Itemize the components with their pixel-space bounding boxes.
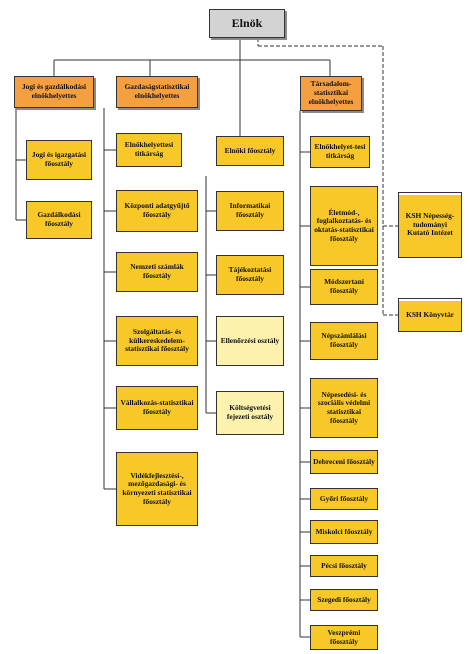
unit-label: Pécsi főosztály [321, 560, 367, 570]
unit-rural-agri-environment-statistics: Vidékfejlesztési-, mezőgazdasági- és kör… [116, 452, 198, 526]
social-deputy-box: Társadalom-statisztikai elnökhelyettes [300, 76, 362, 111]
unit-label: Gazdálkodási főosztály [37, 210, 81, 228]
economic-deputy-box: Gazdaságstatisztikai elnökhelyettes [116, 76, 198, 108]
unit-label: Ellenőrzési osztály [220, 335, 280, 345]
unit-label: Veszprémi főosztály [327, 627, 361, 646]
unit-label: Népszámlálási főosztály [321, 331, 367, 349]
unit-label: Tájékoztatási főosztály [228, 265, 272, 283]
unit-central-data-collection: Központi adatgyűjtő főosztály [116, 190, 198, 232]
unit-lifestyle-employment-education: Életmód-, foglalkoztatás- és oktatás-sta… [310, 186, 378, 266]
unit-label: Népesedési- és szociális védelmi statisz… [317, 389, 371, 425]
unit-business-statistics: Vállalkozás-statisztikai főosztály [116, 386, 198, 430]
president-box: Elnök [209, 9, 285, 38]
unit-library: KSH Könyvtár [398, 298, 462, 332]
unit-label: Költségvetési fejezeti osztály [226, 403, 274, 421]
unit-szeged: Szegedi főosztály [310, 589, 378, 611]
unit-population-social-protection: Népesedési- és szociális védelmi statisz… [310, 378, 378, 438]
unit-label: Vidékfejlesztési-, mezőgazdasági- és kör… [122, 470, 192, 506]
unit-label: Jogi és igazgatási főosztály [31, 150, 87, 168]
box-top-stripe [399, 193, 461, 195]
unit-label: Központi adatgyűjtő főosztály [124, 201, 190, 219]
unit-economic-secretariat: Elnökhelyettesi titkárság [116, 133, 182, 167]
unit-demographic-research-institute: KSH Népesség-tudományi Kutató Intézet [398, 192, 462, 258]
unit-it: Informatikai főosztály [216, 191, 284, 231]
unit-budget: Költségvetési fejezeti osztály [216, 391, 284, 435]
unit-services-trade-statistics: Szolgáltatás- és külkereskedelem-statisz… [116, 316, 198, 366]
unit-gyor: Győri főosztály [310, 488, 378, 510]
economic-deputy-label: Gazdaságstatisztikai elnökhelyettes [124, 82, 190, 100]
unit-miskolc: Miskolci főosztály [310, 520, 378, 544]
unit-label: Vállalkozás-statisztikai főosztály [120, 398, 194, 416]
unit-label: Nemzeti számlák főosztály [130, 262, 184, 280]
legal-deputy-label: Jogi és gazdálkodási elnökhelyettes [21, 82, 87, 100]
unit-label: Elnökhelyettesi titkárság [124, 140, 174, 158]
unit-label: KSH Népesség-tudományi Kutató Intézet [405, 210, 455, 238]
unit-legal-administration: Jogi és igazgatási főosztály [26, 140, 92, 180]
unit-veszprem: Veszprémi főosztály [310, 625, 378, 650]
unit-label: Módszertani főosztály [324, 277, 364, 295]
unit-debrecen: Debreceni főosztály [310, 450, 378, 474]
social-deputy-label: Társadalom-statisztikai elnökhelyettes [308, 79, 354, 106]
unit-audit: Ellenőrzési osztály [216, 316, 284, 366]
unit-label: Informatikai főosztály [229, 201, 271, 219]
unit-information: Tájékoztatási főosztály [216, 255, 284, 295]
unit-national-accounts: Nemzeti számlák főosztály [116, 252, 198, 292]
legal-deputy-box: Jogi és gazdálkodási elnökhelyettes [14, 76, 94, 108]
unit-social-secretariat: Elnökhelyet-tesi titkárság [310, 136, 370, 168]
unit-label: Szolgáltatás- és külkereskedelem-statisz… [125, 326, 189, 354]
unit-pecs: Pécsi főosztály [310, 555, 378, 577]
unit-label: Életmód-, foglalkoztatás- és oktatás-sta… [314, 207, 374, 243]
president-dept-box: Elnöki főosztály [216, 136, 284, 166]
unit-census: Népszámlálási főosztály [310, 322, 378, 360]
unit-label: Debreceni főosztály [313, 456, 375, 466]
box-top-stripe [399, 299, 461, 301]
unit-label: Győri főosztály [319, 493, 369, 503]
unit-label: KSH Könyvtár [406, 309, 454, 319]
unit-finance: Gazdálkodási főosztály [26, 201, 92, 239]
unit-label: Miskolci főosztály [315, 526, 373, 536]
unit-label: Elnökhelyet-tesi titkárság [314, 142, 366, 160]
unit-label: Szegedi főosztály [317, 594, 371, 604]
president-label: Elnök [231, 16, 263, 31]
unit-methodology: Módszertani főosztály [310, 269, 378, 305]
president-dept-label: Elnöki főosztály [224, 145, 276, 155]
